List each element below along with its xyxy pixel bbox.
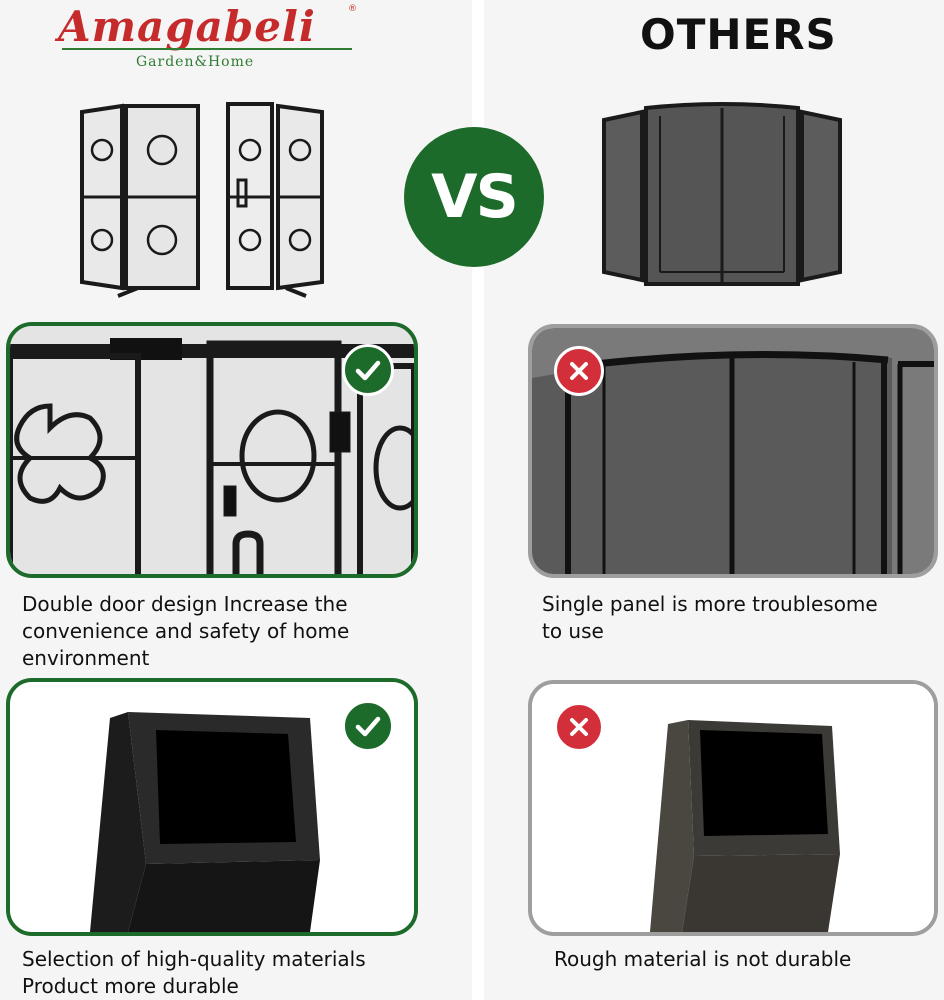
registered-mark: ®	[348, 4, 357, 14]
double-door-detail-image	[6, 322, 418, 578]
logo-underline	[62, 48, 352, 50]
other-fireplace-screen-image	[602, 102, 842, 286]
cross-icon	[554, 346, 604, 396]
brand-tagline: Garden&Home	[136, 54, 255, 70]
caption-line: Product more durable	[22, 974, 239, 998]
caption-line: convenience and safety of home	[22, 619, 350, 643]
caption-line: Single panel is more troublesome	[542, 592, 878, 616]
caption-line: Rough material is not durable	[554, 947, 852, 971]
quality-tube-image	[6, 678, 418, 936]
right-caption-1: Single panel is more troublesome to use	[542, 591, 878, 645]
cross-icon	[554, 702, 604, 752]
left-caption-1: Double door design Increase the convenie…	[22, 591, 349, 672]
vs-badge: VS	[404, 127, 544, 267]
caption-line: Selection of high-quality materials	[22, 947, 366, 971]
single-panel-detail-image	[528, 324, 938, 578]
amagabeli-fireplace-screen-image	[80, 102, 324, 298]
check-icon	[342, 344, 394, 396]
check-icon	[342, 700, 394, 752]
right-caption-2: Rough material is not durable	[554, 946, 851, 973]
rough-tube-image	[528, 680, 938, 936]
brand-logo: Amagabeli ® Garden&Home	[52, 2, 362, 72]
caption-line: to use	[542, 619, 604, 643]
caption-line: Double door design Increase the	[22, 592, 348, 616]
competitor-title: OTHERS	[640, 10, 837, 59]
left-caption-2: Selection of high-quality materials Prod…	[22, 946, 366, 1000]
caption-line: environment	[22, 646, 150, 670]
brand-name: Amagabeli	[58, 2, 316, 51]
